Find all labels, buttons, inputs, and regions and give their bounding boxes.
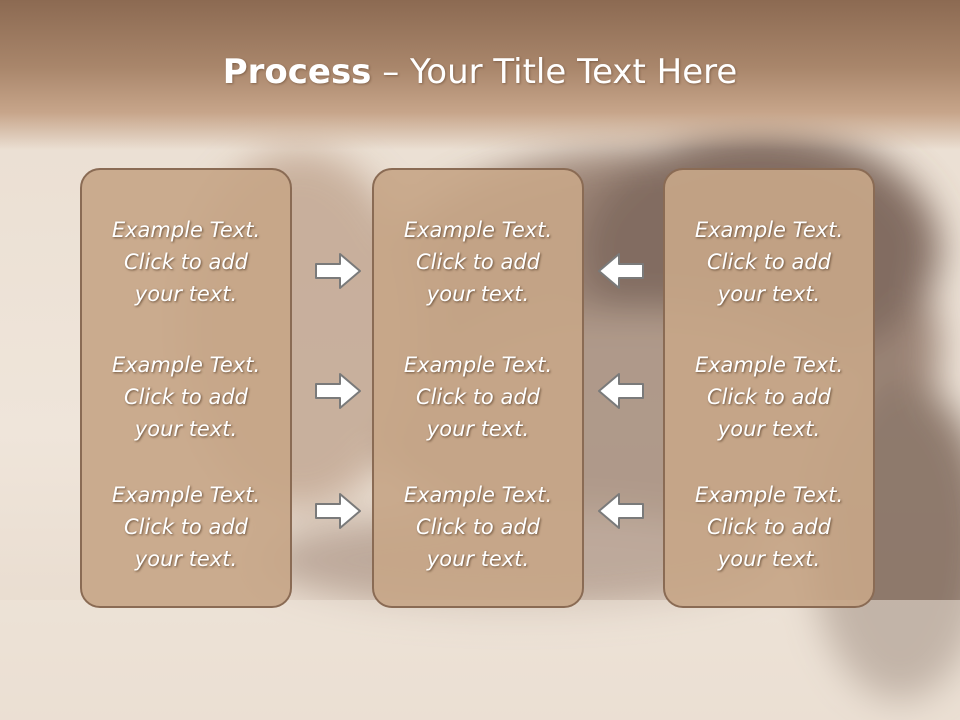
- text-item[interactable]: Example Text. Click to add your text.: [82, 214, 290, 310]
- item-line: Click to add: [123, 385, 248, 409]
- text-box-right[interactable]: Example Text. Click to add your text. Ex…: [663, 168, 875, 608]
- item-line: Example Text.: [403, 218, 553, 242]
- item-line: your text.: [426, 547, 530, 571]
- arrow-left-icon: [598, 373, 644, 409]
- arrow-right-icon: [315, 493, 361, 529]
- item-line: your text.: [134, 547, 238, 571]
- item-line: Example Text.: [694, 483, 844, 507]
- item-line: Click to add: [415, 250, 540, 274]
- item-line: Click to add: [123, 250, 248, 274]
- text-item[interactable]: Example Text. Click to add your text.: [665, 349, 873, 445]
- item-line: Example Text.: [403, 353, 553, 377]
- arrow-right-icon: [315, 253, 361, 289]
- text-item[interactable]: Example Text. Click to add your text.: [665, 479, 873, 575]
- text-item[interactable]: Example Text. Click to add your text.: [374, 214, 582, 310]
- text-box-center[interactable]: Example Text. Click to add your text. Ex…: [372, 168, 584, 608]
- arrow-right-icon: [315, 373, 361, 409]
- item-line: your text.: [134, 417, 238, 441]
- item-line: Click to add: [706, 385, 831, 409]
- title-bold: Process: [222, 52, 372, 92]
- text-item[interactable]: Example Text. Click to add your text.: [665, 214, 873, 310]
- text-box-left[interactable]: Example Text. Click to add your text. Ex…: [80, 168, 292, 608]
- title-rest: – Your Title Text Here: [371, 52, 738, 92]
- title-band: [0, 0, 960, 150]
- item-line: your text.: [426, 417, 530, 441]
- item-line: Example Text.: [694, 353, 844, 377]
- arrow-left-icon: [598, 253, 644, 289]
- item-line: Click to add: [706, 515, 831, 539]
- text-item[interactable]: Example Text. Click to add your text.: [374, 349, 582, 445]
- arrow-left-icon: [598, 493, 644, 529]
- item-line: Example Text.: [111, 483, 261, 507]
- item-line: Example Text.: [111, 218, 261, 242]
- item-line: Example Text.: [403, 483, 553, 507]
- slide-title[interactable]: Process – Your Title Text Here: [0, 52, 960, 92]
- item-line: Click to add: [123, 515, 248, 539]
- item-line: Click to add: [706, 250, 831, 274]
- text-item[interactable]: Example Text. Click to add your text.: [82, 349, 290, 445]
- text-item[interactable]: Example Text. Click to add your text.: [374, 479, 582, 575]
- item-line: Example Text.: [694, 218, 844, 242]
- item-line: your text.: [134, 282, 238, 306]
- item-line: Example Text.: [111, 353, 261, 377]
- item-line: Click to add: [415, 385, 540, 409]
- item-line: your text.: [717, 547, 821, 571]
- item-line: your text.: [717, 282, 821, 306]
- item-line: Click to add: [415, 515, 540, 539]
- item-line: your text.: [717, 417, 821, 441]
- item-line: your text.: [426, 282, 530, 306]
- text-item[interactable]: Example Text. Click to add your text.: [82, 479, 290, 575]
